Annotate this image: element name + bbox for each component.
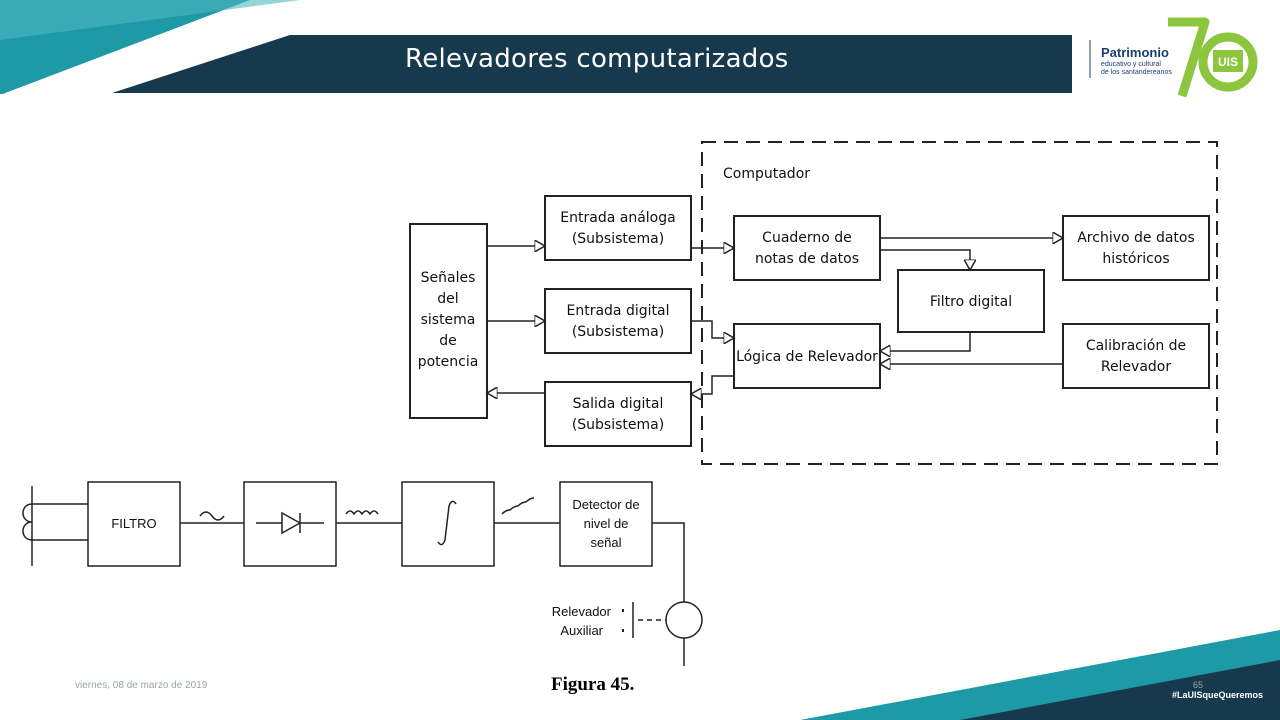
computer-label: Computador bbox=[723, 166, 810, 182]
relay-calibration-line-2: Relevador bbox=[1101, 359, 1172, 375]
power-signals-line-1: Señales bbox=[421, 270, 476, 286]
logo-patrimonio: Patrimonio bbox=[1101, 45, 1169, 60]
power-signals-line-5: potencia bbox=[418, 354, 479, 370]
arrow-logic-to-output bbox=[691, 375, 734, 394]
relay-calibration-box bbox=[1062, 323, 1210, 389]
filter-box bbox=[87, 481, 181, 567]
relay-logic-label: Lógica de Relevador bbox=[736, 349, 878, 365]
wire-detector-relay bbox=[652, 522, 685, 602]
data-notebook-line-1: Cuaderno de bbox=[762, 230, 852, 246]
digital-output-line-1: Salida digital bbox=[573, 396, 664, 412]
logo-seven-shape bbox=[1168, 17, 1210, 98]
ct-coil-icon bbox=[22, 503, 33, 541]
aux-relay-line-2: Auxiliar bbox=[560, 623, 603, 638]
page-number: 65 bbox=[1193, 680, 1204, 690]
signal-chain-diagram: FILTRO Detector de nivel de señal Releva… bbox=[20, 466, 716, 672]
analog-input-box bbox=[544, 195, 692, 261]
aux-relay-line-1: Relevador bbox=[552, 604, 612, 619]
logo-subtitle-1: educativo y cultural bbox=[1101, 61, 1161, 68]
logo-uis-text: UIS bbox=[1218, 55, 1238, 69]
hashtag: #LaUISqueQueremos bbox=[1172, 690, 1264, 700]
historic-archive-line-1: Archivo de datos bbox=[1077, 230, 1195, 246]
diagram-connections bbox=[487, 238, 1063, 394]
diode-icon bbox=[281, 511, 302, 535]
digital-output-line-2: (Subsistema) bbox=[572, 417, 664, 433]
power-signals-line-3: sistema bbox=[421, 312, 476, 328]
rectified-wave-icon bbox=[345, 510, 379, 516]
anniversary-logo: UIS bbox=[1089, 17, 1258, 98]
diagram-background bbox=[400, 118, 1222, 468]
level-detector-line-1: Detector de bbox=[572, 497, 639, 512]
level-detector-box bbox=[559, 481, 653, 567]
digital-output-box bbox=[544, 381, 692, 447]
logo-subtitle-2: de los santandereanos bbox=[1101, 69, 1172, 76]
rectifier-box bbox=[243, 481, 337, 567]
data-notebook-line-2: notas de datos bbox=[755, 251, 859, 267]
computer-relay-diagram: Computador Señales del sistema de potenc… bbox=[400, 118, 1222, 468]
ramp-wave-icon bbox=[501, 497, 535, 515]
historic-archive-line-2: históricos bbox=[1102, 251, 1169, 267]
analog-input-line-2: (Subsistema) bbox=[572, 231, 664, 247]
slide-title: Relevadores computarizados bbox=[405, 44, 789, 74]
historic-archive-box bbox=[1062, 215, 1210, 281]
title-bar bbox=[112, 35, 1072, 93]
footer-date: viernes, 08 de marzo de 2019 bbox=[75, 680, 208, 691]
arrow-notebook-to-filter bbox=[880, 249, 970, 270]
digital-filter-label: Filtro digital bbox=[930, 294, 1012, 310]
top-left-swoosh-light bbox=[0, 0, 300, 40]
sine-wave-icon bbox=[199, 511, 225, 521]
contact-dot-top bbox=[622, 609, 624, 612]
filter-label: FILTRO bbox=[111, 516, 156, 531]
logo-anos: años bbox=[1257, 44, 1267, 63]
level-detector-line-2: nivel de bbox=[584, 516, 629, 531]
power-signals-line-4: de bbox=[439, 333, 457, 349]
arrow-digital-input-to-logic bbox=[691, 320, 734, 338]
bottom-right-swoosh-dark bbox=[960, 660, 1280, 720]
figure-caption: Figura 45. bbox=[551, 674, 635, 695]
signal-diagram-background bbox=[20, 466, 716, 672]
arrow-filter-to-logic bbox=[880, 332, 971, 351]
integral-icon bbox=[437, 500, 457, 546]
analog-input-line-1: Entrada análoga bbox=[560, 210, 675, 226]
relay-calibration-line-1: Calibración de bbox=[1086, 338, 1186, 354]
digital-input-line-1: Entrada digital bbox=[567, 303, 670, 319]
logo-uis-emblem bbox=[1213, 50, 1243, 72]
integrator-box bbox=[401, 481, 495, 567]
power-signals-line-2: del bbox=[437, 291, 458, 307]
level-detector-line-3: señal bbox=[590, 535, 621, 550]
digital-input-line-2: (Subsistema) bbox=[572, 324, 664, 340]
logo-zero-shape bbox=[1198, 32, 1258, 92]
contact-dot-bottom bbox=[622, 629, 624, 632]
